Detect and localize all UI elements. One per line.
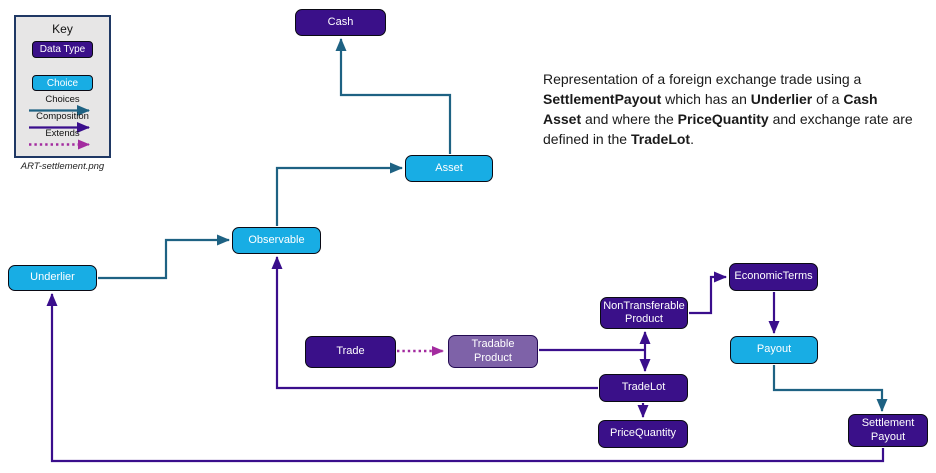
diagram-filename-caption: ART-settlement.png [20, 161, 105, 172]
description-text: Representation of a foreign exchange tra… [543, 71, 913, 148]
node-trade-lot: TradeLot [599, 374, 688, 402]
node-trade: Trade [305, 336, 396, 368]
extends-arrow-icon [29, 139, 90, 150]
node-asset: Asset [405, 155, 493, 182]
node-observable: Observable [232, 227, 321, 254]
legend-choice-badge: Choice [32, 75, 93, 91]
edge-ntp-economic-terms [689, 271, 727, 315]
legend-extends-label: Extends [45, 128, 80, 139]
node-economic-terms: EconomicTerms [729, 263, 818, 291]
legend-data-type-badge: Data Type [32, 41, 93, 58]
node-non-transferable-product: NonTransferable Product [600, 297, 688, 329]
legend-composition-label: Composition [36, 111, 89, 122]
node-settlement-payout: Settlement Payout [848, 414, 928, 447]
edge-asset-cash [335, 38, 452, 154]
edge-observable-asset [275, 162, 403, 226]
node-payout: Payout [730, 336, 818, 364]
node-cash: Cash [295, 9, 386, 36]
edge-settlement-payout-underlier [46, 293, 885, 463]
choices-arrow-icon [29, 105, 90, 116]
edge-payout-settlement-payout [772, 365, 888, 412]
node-tradable-product: Tradable Product [448, 335, 538, 368]
node-underlier: Underlier [8, 265, 97, 291]
node-price-quantity: PriceQuantity [598, 420, 688, 448]
legend-key-box: Key Data Type Choice Choices Composition… [14, 15, 111, 158]
edge-underlier-observable [98, 234, 230, 280]
edge-tradelot-observable [271, 256, 598, 390]
composition-arrow-icon [29, 122, 90, 133]
legend-choices-label: Choices [45, 94, 80, 105]
legend-title: Key [52, 22, 73, 36]
